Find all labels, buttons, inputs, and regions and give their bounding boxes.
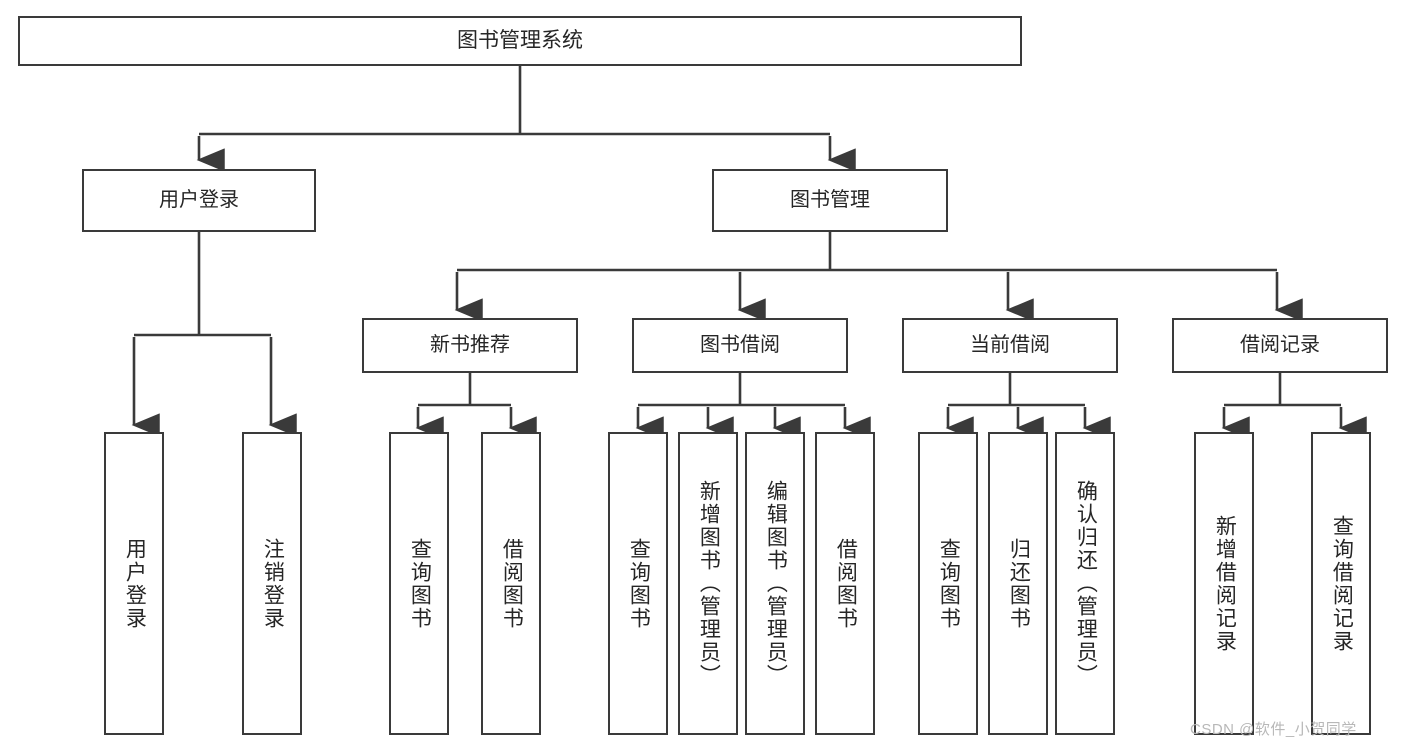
node-label: 用户登录 [159, 188, 239, 211]
node-user-login[interactable]: 用户登录 [82, 169, 316, 232]
node-label: 新书推荐 [430, 333, 510, 356]
leaf-query-book-current[interactable]: 查询图书 [918, 432, 978, 735]
leaf-return-book[interactable]: 归还图书 [988, 432, 1048, 735]
leaf-user-login[interactable]: 用户登录 [104, 432, 164, 735]
node-book-borrow[interactable]: 图书借阅 [632, 318, 848, 373]
node-label: 借阅图书 [834, 537, 858, 630]
node-label: 查询图书 [408, 537, 432, 630]
node-label: 查询借阅记录 [1330, 514, 1354, 653]
leaf-add-borrow-record[interactable]: 新增借阅记录 [1194, 432, 1254, 735]
node-new-book-recommend[interactable]: 新书推荐 [362, 318, 578, 373]
leaf-query-book-recommend[interactable]: 查询图书 [389, 432, 449, 735]
node-label: 借阅图书 [500, 537, 524, 630]
node-label: 图书借阅 [700, 333, 780, 356]
leaf-add-book-admin[interactable]: 新增图书（管理员） [678, 432, 738, 735]
node-label: 当前借阅 [970, 333, 1050, 356]
node-book-management[interactable]: 图书管理 [712, 169, 948, 232]
leaf-query-borrow-record[interactable]: 查询借阅记录 [1311, 432, 1371, 735]
csdn-watermark: CSDN @软件_小贺同学 [1190, 721, 1357, 738]
leaf-confirm-return-admin[interactable]: 确认归还（管理员） [1055, 432, 1115, 735]
node-label: 编辑图书（管理员） [764, 480, 788, 687]
node-borrow-records[interactable]: 借阅记录 [1172, 318, 1388, 373]
node-label: 借阅记录 [1240, 333, 1320, 356]
node-label: 查询图书 [627, 537, 651, 630]
leaf-borrow-book[interactable]: 借阅图书 [815, 432, 875, 735]
leaf-query-book-borrow[interactable]: 查询图书 [608, 432, 668, 735]
node-label: 查询图书 [937, 537, 961, 630]
node-label: 归还图书 [1007, 537, 1031, 630]
node-current-borrow[interactable]: 当前借阅 [902, 318, 1118, 373]
node-label: 新增借阅记录 [1213, 514, 1237, 653]
leaf-borrow-book-recommend[interactable]: 借阅图书 [481, 432, 541, 735]
node-label: 确认归还（管理员） [1074, 480, 1098, 687]
node-label: 注销登录 [261, 537, 285, 630]
node-label: 新增图书（管理员） [697, 480, 721, 687]
node-label: 图书管理系统 [457, 28, 583, 52]
node-label: 用户登录 [123, 537, 147, 630]
leaf-logout[interactable]: 注销登录 [242, 432, 302, 735]
leaf-edit-book-admin[interactable]: 编辑图书（管理员） [745, 432, 805, 735]
node-label: 图书管理 [790, 188, 870, 211]
node-root-system[interactable]: 图书管理系统 [18, 16, 1022, 66]
